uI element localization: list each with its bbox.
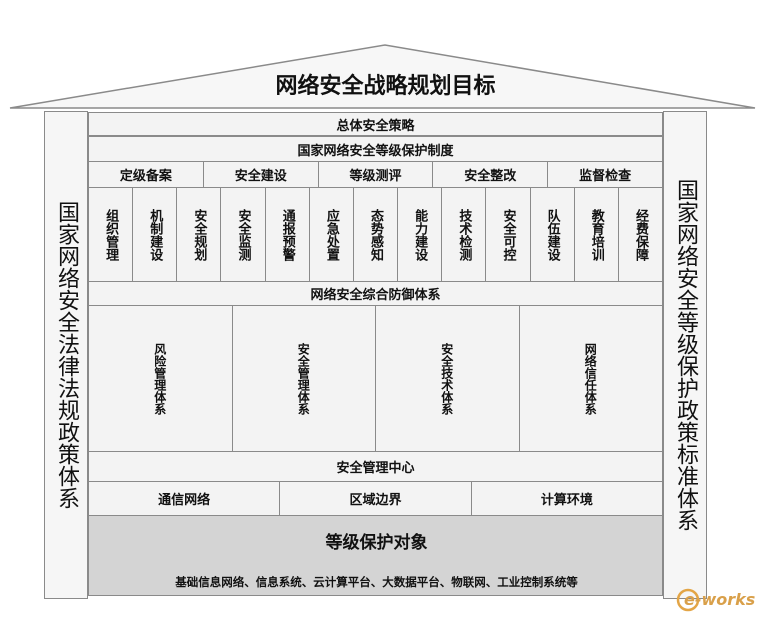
stage-cell: 定级备案	[89, 162, 204, 187]
roof: 网络安全战略规划目标	[0, 0, 771, 112]
measure-cell: 机制建设	[133, 188, 178, 281]
measure-cell: 安全可控	[486, 188, 531, 281]
stages-row: 定级备案 安全建设 等级测评 安全整改 监督检查	[88, 162, 663, 188]
ework-logo-text: e-works	[684, 590, 756, 609]
stage-cell: 安全整改	[433, 162, 549, 187]
measure-cell: 组织管理	[89, 188, 134, 281]
roof-title: 网络安全战略规划目标	[275, 74, 496, 99]
measure-cell: 经费保障	[618, 188, 663, 281]
environment-row: 通信网络 区域边界 计算环境	[88, 482, 663, 516]
measure-cell: 应急处置	[309, 188, 354, 281]
environment-cell: 通信网络	[89, 482, 281, 515]
overall-strategy-bar: 总体安全策略	[88, 112, 663, 136]
base-block: 等级保护对象 基础信息网络、信息系统、云计算平台、大数据平台、物联网、工业控制系…	[88, 516, 663, 596]
measure-cell: 能力建设	[398, 188, 443, 281]
system-cell: 安全管理体系	[232, 306, 376, 451]
right-pillar: 国家网络安全等级保护政策标准体系	[663, 111, 707, 599]
measure-cell: 技术检测	[442, 188, 487, 281]
protection-system-bar: 国家网络安全等级保护制度	[88, 136, 663, 162]
left-pillar-label: 国家网络安全法律法规政策体系	[54, 201, 79, 509]
system-cell: 风险管理体系	[89, 306, 233, 451]
stage-cell: 安全建设	[203, 162, 319, 187]
roof-shape	[9, 44, 756, 109]
right-pillar-label: 国家网络安全等级保护政策标准体系	[673, 179, 698, 531]
ework-logo-icon	[676, 588, 700, 612]
system-cell: 网络信任体系	[519, 306, 662, 451]
stage-cell: 监督检查	[548, 162, 662, 187]
measure-cell: 教育培训	[574, 188, 619, 281]
measures-row: 组织管理 机制建设 安全规划 安全监测 通报预警 应急处置 态势感知 能力建设 …	[88, 188, 663, 282]
ework-logo: e-works	[676, 586, 768, 614]
environment-cell: 区域边界	[280, 482, 472, 515]
base-subtitle: 基础信息网络、信息系统、云计算平台、大数据平台、物联网、工业控制系统等	[175, 575, 578, 589]
management-center-bar: 安全管理中心	[88, 452, 663, 482]
measure-cell: 态势感知	[353, 188, 399, 281]
measure-cell: 队伍建设	[530, 188, 575, 281]
stage-cell: 等级测评	[318, 162, 434, 187]
measure-cell: 通报预警	[265, 188, 310, 281]
measure-cell: 安全监测	[221, 188, 266, 281]
systems-row: 风险管理体系 安全管理体系 安全技术体系 网络信任体系	[88, 306, 663, 452]
base-title: 等级保护对象	[325, 533, 428, 553]
left-pillar: 国家网络安全法律法规政策体系	[44, 111, 88, 599]
defense-system-bar: 网络安全综合防御体系	[88, 282, 663, 306]
system-cell: 安全技术体系	[376, 306, 520, 451]
measure-cell: 安全规划	[177, 188, 222, 281]
environment-cell: 计算环境	[471, 482, 662, 515]
